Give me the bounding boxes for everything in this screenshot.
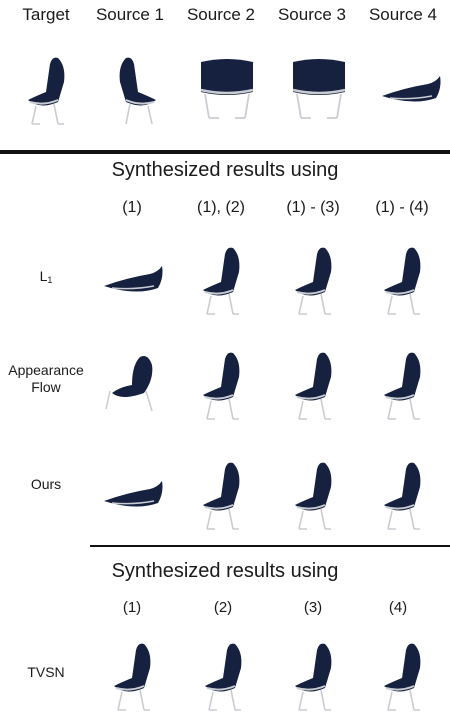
row-label-ours: Ours (30, 476, 62, 492)
tvsn-result-2 (183, 626, 263, 716)
section-divider-bottom (90, 545, 450, 547)
ours-result-4 (362, 445, 442, 535)
section2-col-4: (4) (388, 599, 408, 616)
section1-title: Synthesized results using (111, 159, 339, 181)
section2-title: Synthesized results using (111, 560, 339, 582)
section1-col-1: (1) (122, 199, 142, 216)
header-source-3: Source 3 (277, 5, 347, 24)
section2-col-3: (3) (303, 599, 323, 616)
header-target: Target (22, 5, 70, 24)
tvsn-result-1 (92, 626, 172, 716)
tvsn-result-3 (273, 626, 353, 716)
section-divider-top (0, 150, 450, 154)
row-label-l1-main: L (39, 268, 48, 284)
section2-col-1: (1) (122, 599, 142, 616)
l1-result-3 (273, 230, 353, 320)
l1-result-2 (181, 230, 261, 320)
appearance-flow-result-4 (362, 335, 442, 425)
ours-result-2 (181, 445, 261, 535)
row-label-tvsn: TVSN (27, 664, 65, 680)
row-label-appearance-flow-line2: Flow (31, 379, 61, 395)
appearance-flow-result-3 (273, 335, 353, 425)
header-source-1: Source 1 (95, 5, 165, 24)
section1-col-3: (1) - (3) (286, 199, 340, 216)
l1-result-1 (92, 230, 172, 320)
ours-result-3 (273, 445, 353, 535)
l1-result-4 (362, 230, 442, 320)
source-4-chair-image (370, 40, 450, 130)
header-source-2: Source 2 (186, 5, 256, 24)
row-label-appearance-flow-line1: Appearance (8, 362, 84, 378)
section1-col-4: (1) - (4) (375, 199, 429, 216)
row-label-l1-subscript: 1 (47, 275, 53, 285)
tvsn-result-4 (362, 626, 442, 716)
ours-result-1 (92, 445, 172, 535)
target-chair-image (6, 40, 86, 130)
appearance-flow-result-1 (92, 335, 172, 425)
row-label-l1: L1 (0, 268, 92, 289)
source-2-chair-image (187, 40, 267, 130)
section2-col-2: (2) (213, 599, 233, 616)
row-label-appearance-flow: Appearance Flow (0, 362, 92, 396)
source-1-chair-image (98, 40, 178, 130)
header-source-4: Source 4 (368, 5, 438, 24)
section1-col-2: (1), (2) (197, 199, 245, 216)
source-3-chair-image (279, 40, 359, 130)
appearance-flow-result-2 (181, 335, 261, 425)
